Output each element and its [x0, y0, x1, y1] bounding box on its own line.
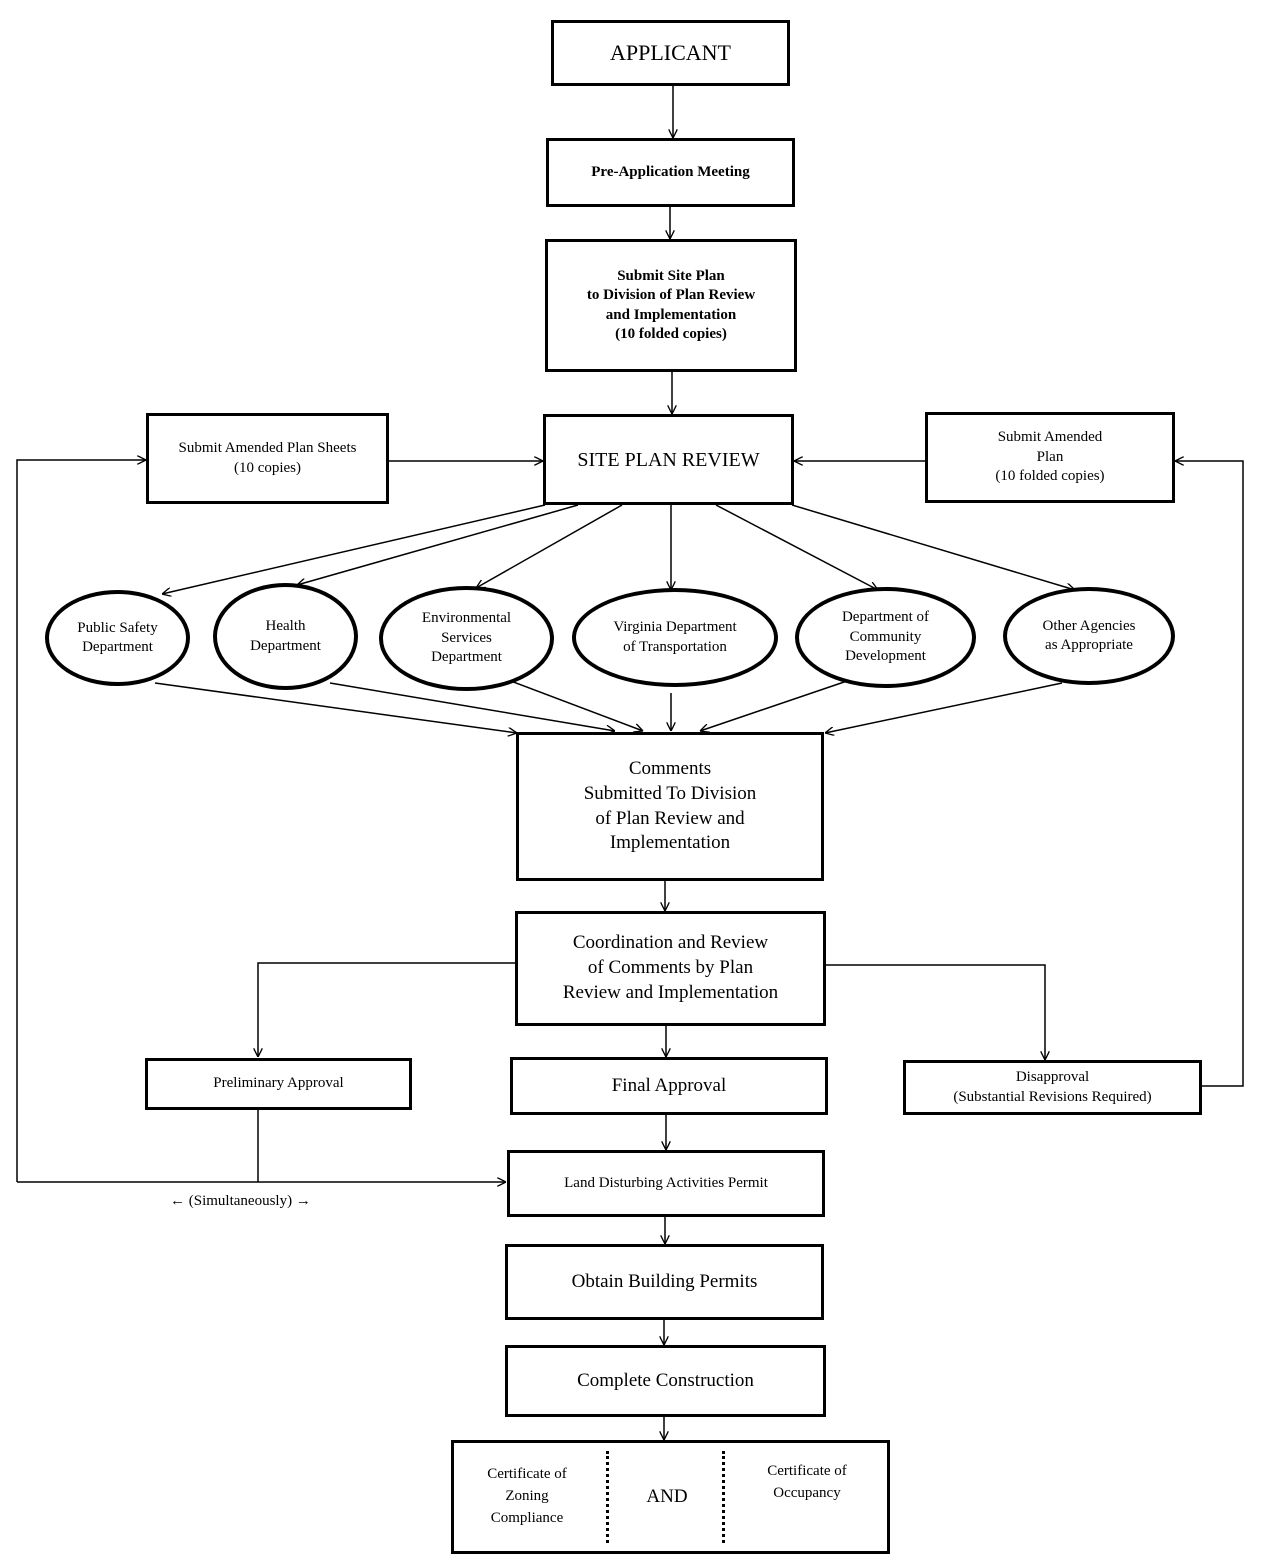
arrow-health-to-comments — [329, 682, 615, 731]
pre-application-meeting-box: Pre-Application Meeting — [546, 138, 795, 207]
certificate-zoning-compliance: Certificate of Zoning Compliance — [487, 1466, 567, 1526]
certificates-box: Certificate of Zoning Compliance AND Cer… — [451, 1440, 890, 1554]
agency-health: Health Department — [213, 583, 358, 690]
certificate-occupancy: Certificate of Occupancy — [767, 1463, 847, 1501]
arrow-review-to-community — [715, 504, 878, 590]
dotted-divider-right — [722, 1451, 725, 1543]
arrow-community-to-comments — [700, 679, 851, 731]
arrow-loop-to-amended-sheets — [16, 460, 146, 1182]
simultaneously-label: ← (Simultaneously) → — [170, 1193, 311, 1209]
agency-vdot: Virginia Department of Transportation — [572, 588, 778, 687]
arrow-coordination-to-preliminary — [258, 962, 515, 1057]
arrow-review-to-health — [297, 504, 579, 585]
disapproval-box: Disapproval (Substantial Revisions Requi… — [903, 1060, 1202, 1115]
agency-public-safety: Public Safety Department — [45, 590, 190, 686]
arrow-review-to-public-safety — [162, 504, 546, 594]
submit-amended-plan-sheets-box: Submit Amended Plan Sheets (10 copies) — [146, 413, 389, 504]
dotted-divider-left — [606, 1451, 609, 1543]
arrow-review-to-environmental — [476, 504, 623, 588]
agency-community-development: Department of Community Development — [795, 587, 976, 688]
arrow-review-to-other — [791, 504, 1075, 590]
comments-submitted-box: Comments Submitted To Division of Plan R… — [516, 732, 824, 881]
site-plan-review-box: SITE PLAN REVIEW — [543, 414, 794, 505]
final-approval-box: Final Approval — [510, 1057, 828, 1115]
applicant-box: APPLICANT — [551, 20, 790, 86]
arrow-public-safety-to-comments — [154, 682, 517, 733]
coordination-review-box: Coordination and Review of Comments by P… — [515, 911, 826, 1026]
arrow-other-to-comments — [825, 682, 1063, 733]
submit-site-plan-box: Submit Site Plan to Division of Plan Rev… — [545, 239, 797, 372]
certificates-and-label: AND — [646, 1486, 688, 1508]
complete-construction-box: Complete Construction — [505, 1345, 826, 1417]
arrow-environmental-to-comments — [507, 679, 643, 731]
agency-other: Other Agencies as Appropriate — [1003, 587, 1175, 685]
submit-amended-plan-box: Submit Amended Plan (10 folded copies) — [925, 412, 1175, 503]
preliminary-approval-box: Preliminary Approval — [145, 1058, 412, 1110]
agency-environmental-services: Environmental Services Department — [379, 586, 554, 691]
obtain-building-permits-box: Obtain Building Permits — [505, 1244, 824, 1320]
land-disturbing-permit-box: Land Disturbing Activities Permit — [507, 1150, 825, 1217]
arrow-disapproval-to-amended-plan — [1175, 461, 1244, 1087]
arrow-coordination-to-disapproval — [825, 964, 1045, 1060]
